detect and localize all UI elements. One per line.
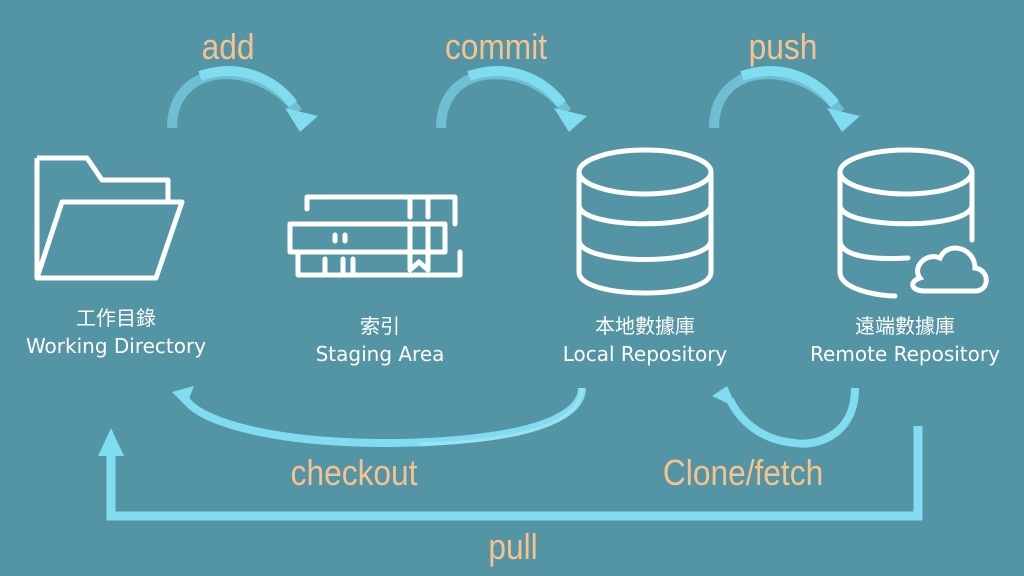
node-remote-repository: 遠端數據庫 Remote Repository <box>786 312 1024 368</box>
add-arrow <box>167 66 318 132</box>
books-icon <box>287 194 463 278</box>
node-label-en: Working Directory <box>25 334 207 358</box>
clone-fetch-label: Clone/fetch <box>662 452 824 493</box>
clone-fetch-arrow <box>712 386 859 448</box>
push-arrow <box>709 66 860 132</box>
commit-arrow <box>436 66 587 132</box>
node-label-en: Staging Area <box>315 342 445 366</box>
push-label: push <box>748 26 818 67</box>
node-label-zh: 工作目錄 <box>76 306 156 330</box>
pull-arrow <box>98 426 923 521</box>
add-label: add <box>201 26 255 67</box>
node-label-en: Remote Repository <box>810 342 1000 366</box>
node-label-zh: 索引 <box>360 314 400 338</box>
folder-icon <box>34 155 185 281</box>
node-working-directory: 工作目錄 Working Directory <box>0 304 232 360</box>
node-staging-area: 索引 Staging Area <box>280 312 480 368</box>
checkout-arrow <box>172 386 586 447</box>
node-label-en: Local Repository <box>562 342 728 366</box>
checkout-label: checkout <box>290 452 418 493</box>
database-icon <box>576 147 714 296</box>
node-label-zh: 本地數據庫 <box>595 314 695 338</box>
node-local-repository: 本地數據庫 Local Repository <box>535 312 755 368</box>
commit-label: commit <box>444 26 548 67</box>
pull-label: pull <box>488 526 538 567</box>
node-label-zh: 遠端數據庫 <box>855 314 955 338</box>
cloud-database-icon <box>837 147 989 299</box>
